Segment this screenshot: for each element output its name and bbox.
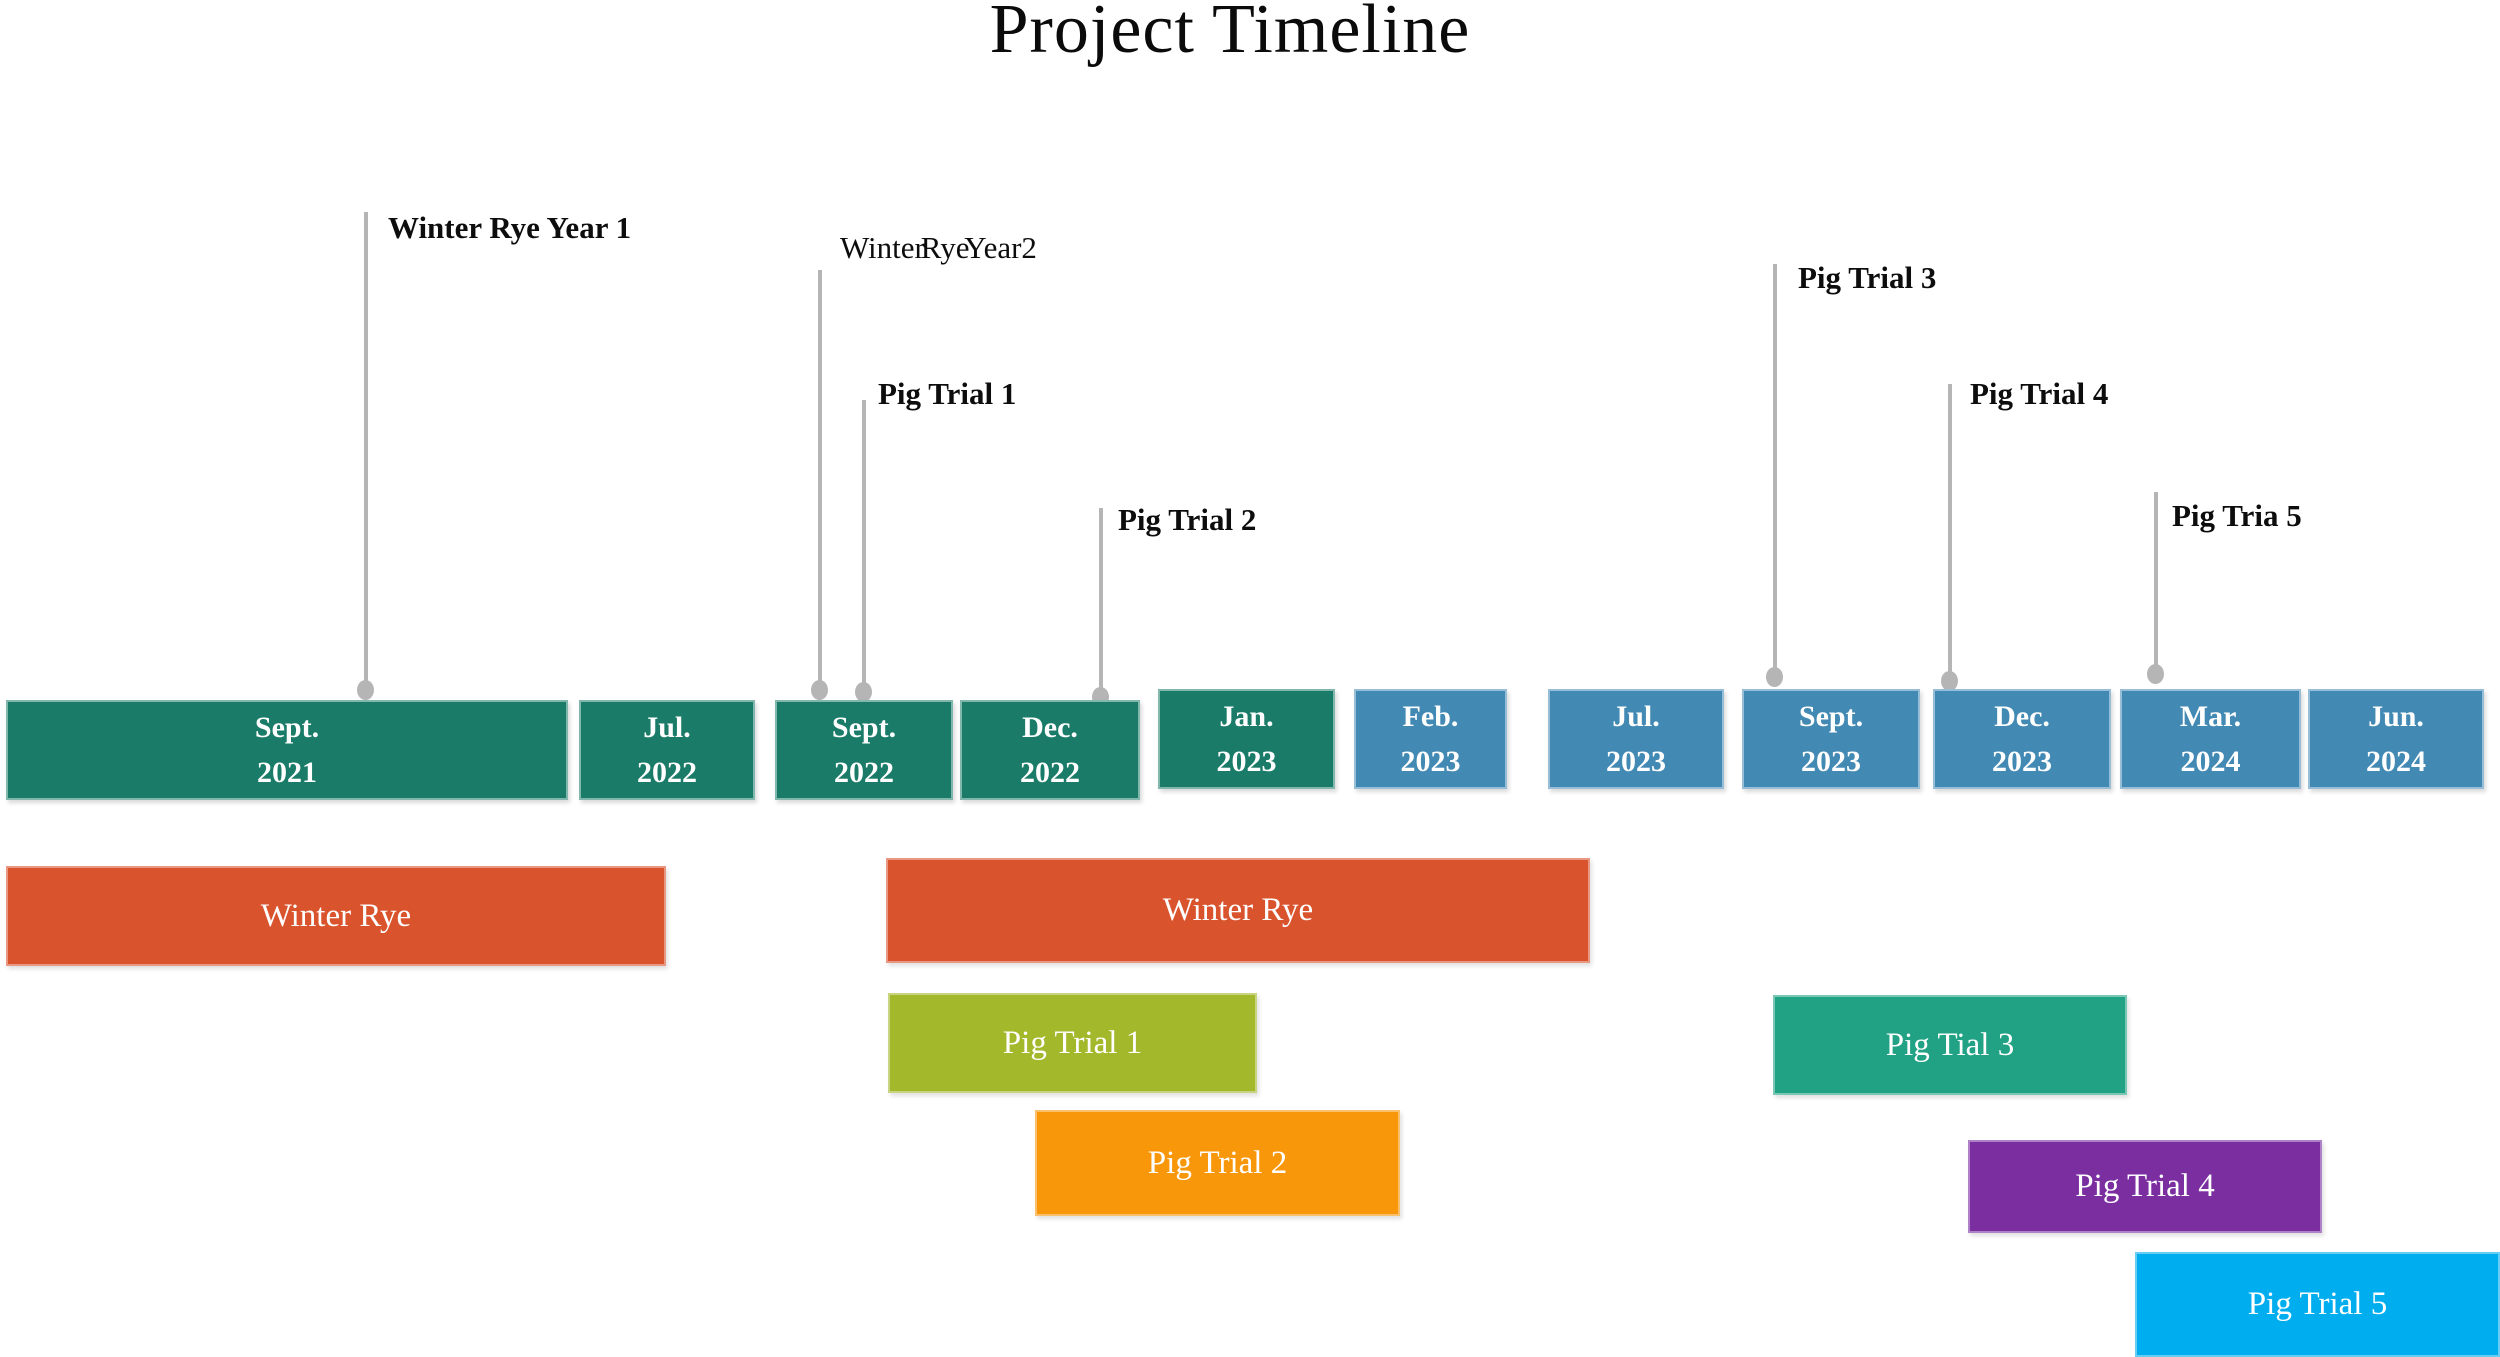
timeline-year: 2024: [2366, 745, 2426, 778]
timeline-month: Dec.: [1022, 711, 1078, 744]
duration-bar: Winter Rye: [6, 866, 666, 966]
milestone-leader-line: [818, 270, 822, 690]
timeline-year: 2022: [834, 756, 894, 789]
duration-bar: Pig Trial 5: [2135, 1252, 2500, 1357]
timeline-month: Sept.: [831, 711, 897, 744]
milestone-leader-line: [364, 212, 368, 690]
page-title: Project Timeline: [989, 0, 1471, 68]
timeline-year: 2023: [1400, 745, 1461, 778]
timeline-month: Jul.: [643, 711, 691, 744]
milestone-leader-line: [2154, 492, 2158, 674]
timeline-month: Mar.: [2179, 700, 2242, 733]
milestone-dot: [855, 682, 872, 702]
timeline-date-box: Jul. 2023: [1548, 689, 1724, 789]
timeline-date-box: Dec. 2023: [1933, 689, 2111, 789]
timeline-year: 2023: [1992, 745, 2052, 778]
milestone-leader-line: [1773, 264, 1777, 677]
milestone-leader-line: [862, 400, 866, 692]
milestone-label: Pig Tria 5: [2172, 498, 2302, 533]
timeline-year: 2023: [1606, 745, 1666, 778]
timeline-year: 2022: [1020, 756, 1080, 789]
timeline-month: Jul.: [1612, 700, 1660, 733]
timeline-month: Feb.: [1402, 700, 1459, 733]
timeline-month: Sept.: [1798, 700, 1864, 733]
timeline-date-box: Sept. 2023: [1742, 689, 1920, 789]
timeline-year: 2022: [637, 756, 697, 789]
duration-bar-label: Pig Trial 4: [2075, 1168, 2215, 1204]
milestone-dot: [2147, 664, 2164, 684]
timeline-month: Jan.: [1219, 700, 1274, 733]
milestone-dot: [1941, 671, 1958, 691]
timeline-month: Sept.: [254, 711, 320, 744]
duration-bar-label: Pig Tial 3: [1885, 1026, 2015, 1063]
milestone-leader-line: [1948, 384, 1952, 681]
milestone-dot: [357, 680, 374, 700]
timeline-date-box: Mar. 2024: [2120, 689, 2301, 789]
duration-bar-label: Pig Trial 1: [1002, 1024, 1143, 1061]
timeline-year: 2021: [257, 756, 317, 789]
milestone-label: Pig Trial 4: [1970, 376, 2109, 411]
timeline-date-box: Jun. 2024: [2308, 689, 2484, 789]
timeline-date-box: Sept. 2021: [6, 700, 568, 800]
duration-bar: Pig Trial 4: [1968, 1140, 2322, 1233]
timeline-year: 2024: [2180, 745, 2241, 778]
milestone-label: Pig Trial 2: [1118, 502, 1257, 537]
timeline-date-box: Sept. 2022: [775, 700, 953, 800]
milestone-dot: [1766, 667, 1783, 687]
timeline-date-box: Jan. 2023: [1158, 689, 1335, 789]
milestone-label: Winter Rye Year2: [840, 230, 1037, 265]
timeline-year: 2023: [1801, 745, 1861, 778]
duration-bar: Pig Trial 2: [1035, 1110, 1400, 1216]
duration-bar: Pig Trial 1: [888, 993, 1257, 1093]
duration-bar-label: Winter Rye: [260, 897, 412, 934]
timeline-date-box: Feb. 2023: [1354, 689, 1507, 789]
duration-bar-label: Winter Rye: [1162, 892, 1314, 928]
duration-bar: Pig Tial 3: [1773, 995, 2127, 1095]
timeline-year: 2023: [1216, 745, 1277, 778]
milestone-label: Pig Trial 3: [1798, 260, 1937, 295]
timeline-date-box: Jul. 2022: [579, 700, 755, 800]
milestone-dot: [811, 680, 828, 700]
milestone-label: Pig Trial 1: [878, 376, 1017, 411]
milestone-label: Winter Rye Year 1: [388, 210, 632, 245]
milestone-leader-line: [1099, 508, 1103, 697]
duration-bar-label: Pig Trial 2: [1147, 1144, 1288, 1181]
duration-bar: Winter Rye: [886, 858, 1590, 963]
timeline-date-box: Dec. 2022: [960, 700, 1140, 800]
duration-bar-label: Pig Trial 5: [2247, 1286, 2388, 1322]
timeline-month: Jun.: [2368, 700, 2424, 733]
timeline-month: Dec.: [1994, 700, 2050, 733]
